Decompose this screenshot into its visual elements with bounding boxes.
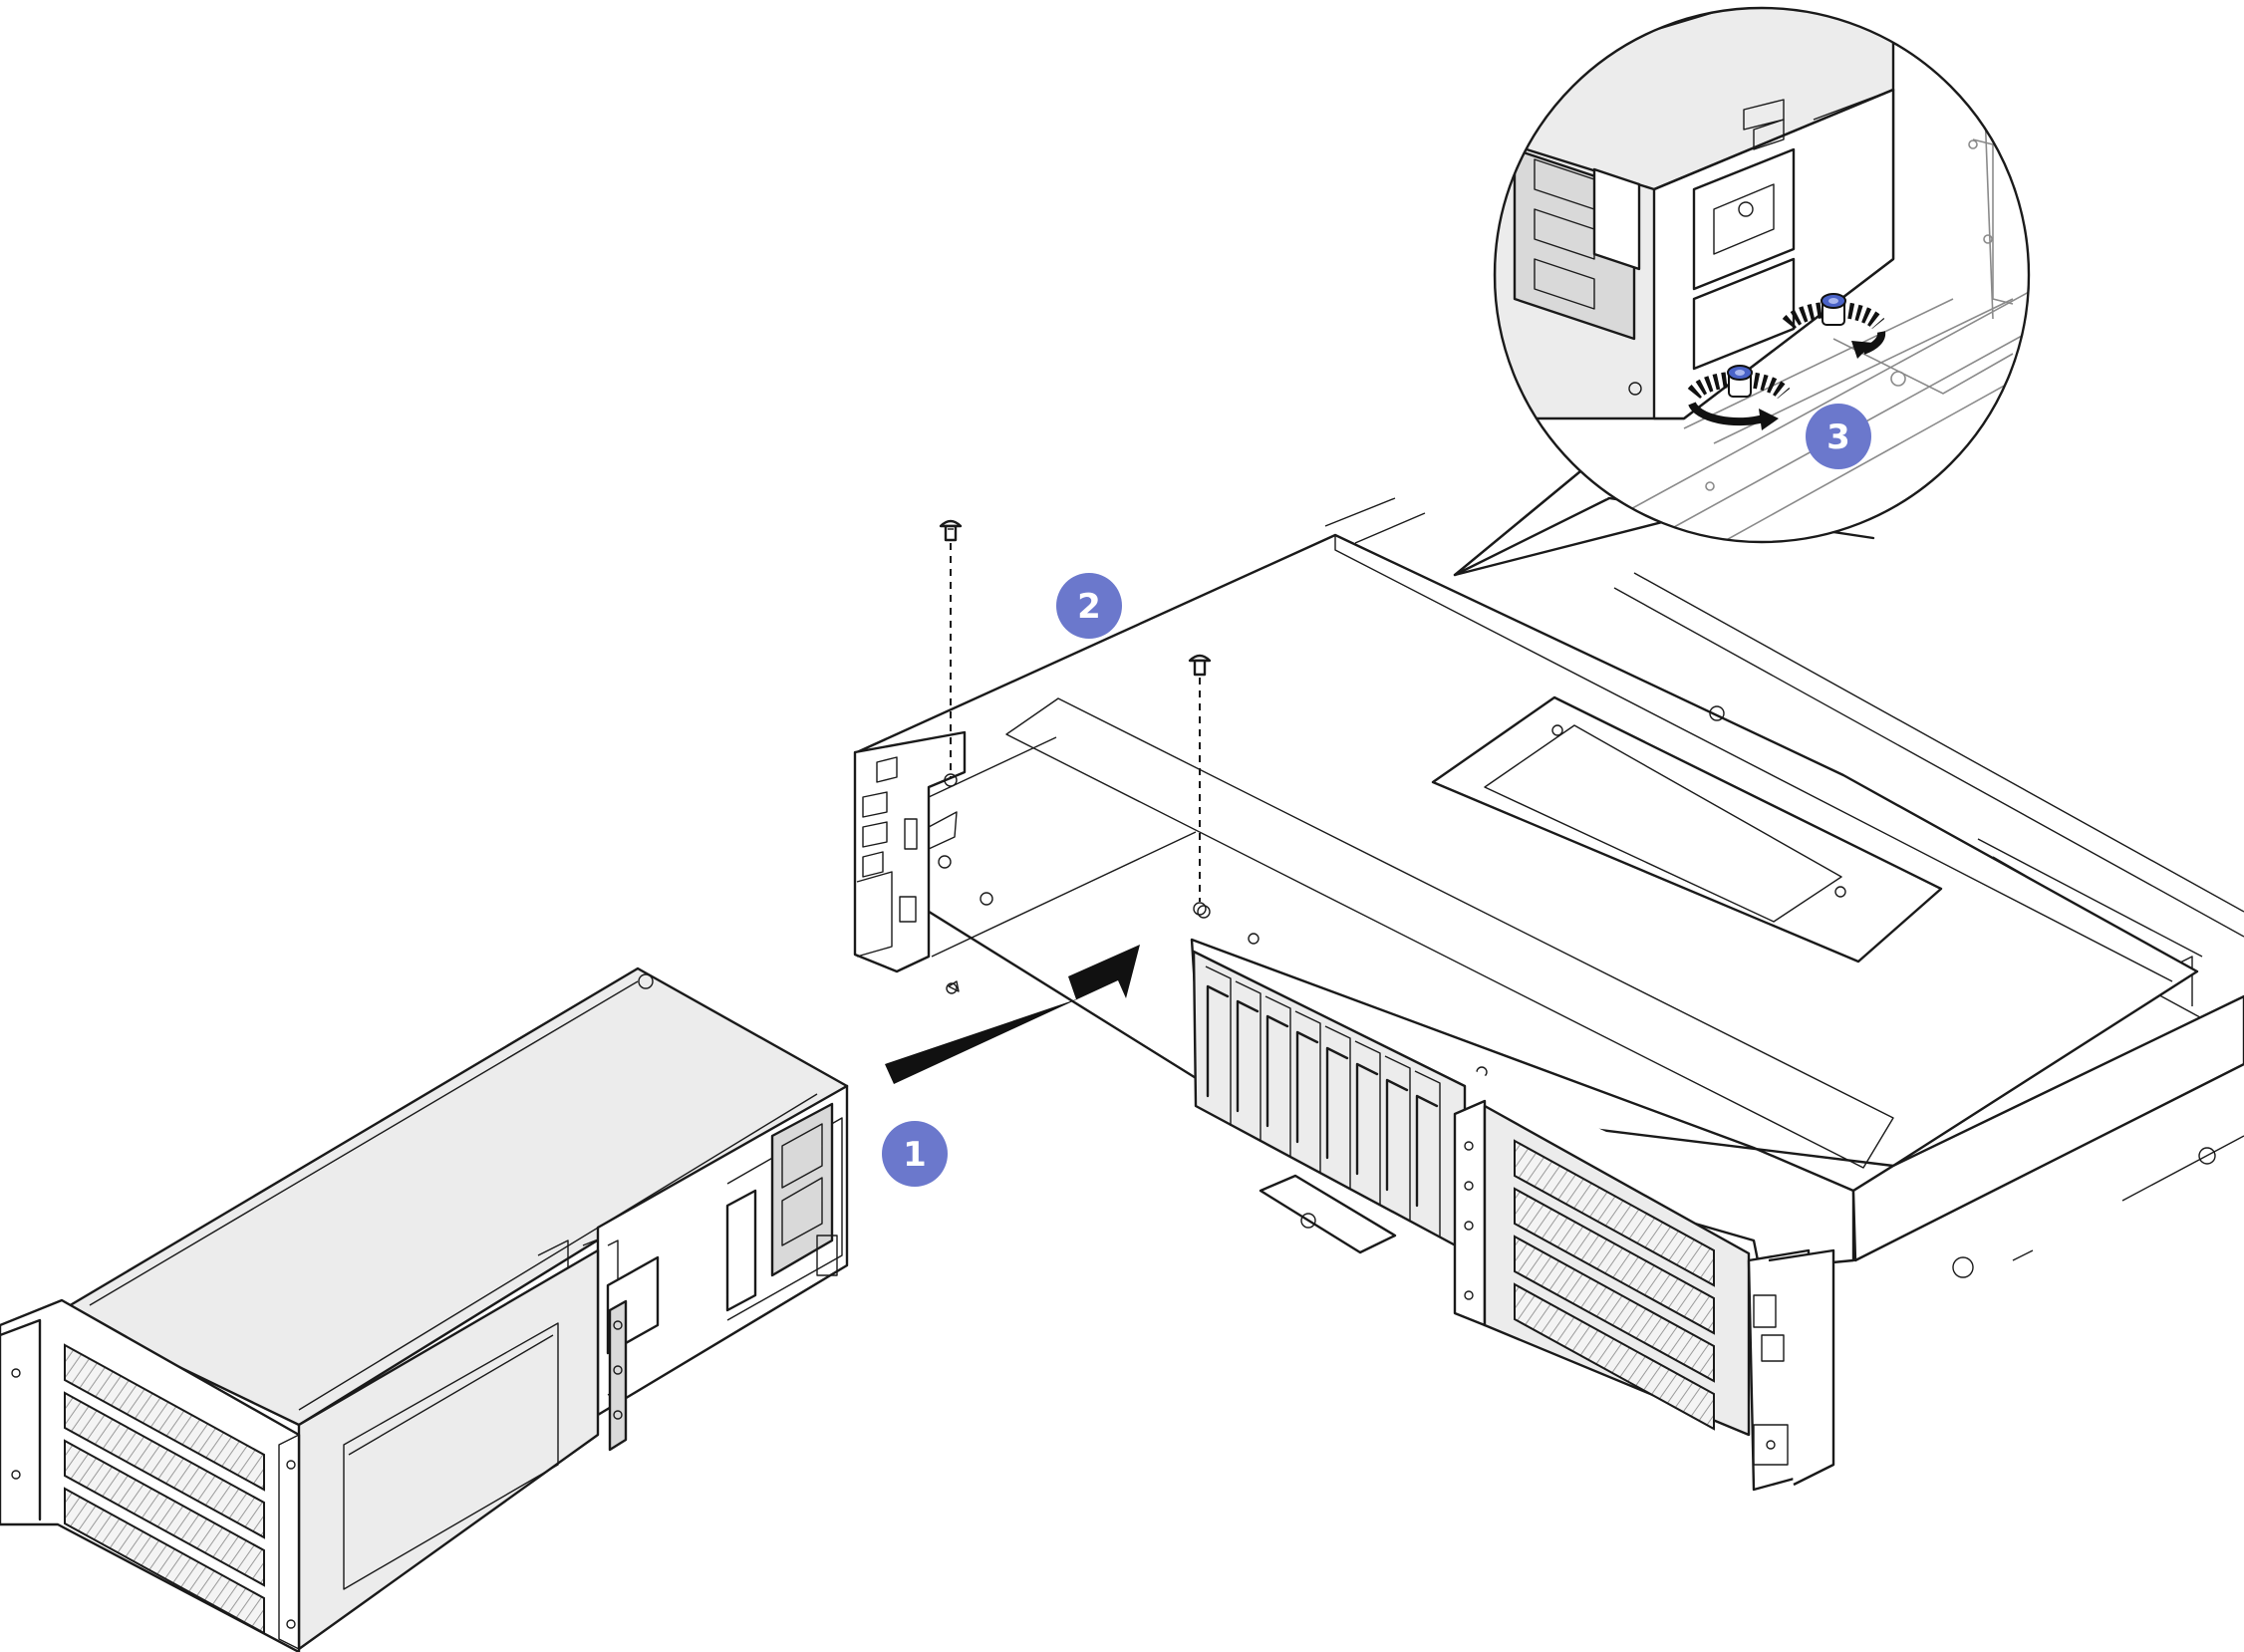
- callout-step-2-label: 2: [1077, 587, 1101, 627]
- callout-step-2: 2: [1056, 573, 1122, 639]
- callout-step-3: 3: [1806, 404, 1871, 469]
- chassis-pcie-bracket: [1453, 1099, 1751, 1437]
- callout-step-1-circle: [882, 1121, 948, 1187]
- callout-step-3-circle: [1806, 404, 1871, 469]
- chassis-rear-riser-slot: [853, 730, 1197, 994]
- insert-direction-arrow: [885, 945, 1140, 1084]
- zoom-inset: [1453, 6, 2031, 577]
- thumbscrew-left: [1687, 365, 1791, 430]
- cover-screws: [939, 519, 1212, 916]
- riser-cage: [0, 966, 849, 1652]
- chassis-rack-ear: [1747, 1248, 1835, 1492]
- thumbscrew-right: [1782, 293, 1886, 359]
- callout-step-1-label: 1: [903, 1135, 927, 1175]
- server-chassis: [855, 497, 2244, 1492]
- screw-right: [1188, 654, 1212, 677]
- top-cover: [855, 533, 2199, 1168]
- callout-step-3-label: 3: [1826, 417, 1850, 457]
- callout-step-1: 1: [882, 1121, 948, 1187]
- screw-left: [939, 519, 963, 542]
- callout-step-2-circle: [1056, 573, 1122, 639]
